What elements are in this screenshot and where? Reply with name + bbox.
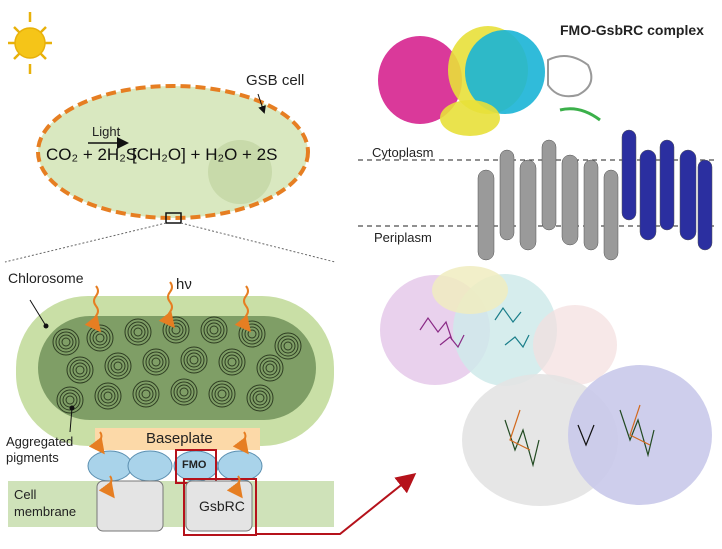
helix — [477, 169, 495, 261]
periplasm-label: Periplasm — [374, 230, 432, 245]
pigment-rod — [94, 382, 122, 410]
fmo-discs — [87, 450, 263, 482]
connector-arrow — [256, 473, 417, 535]
fmo-trimer — [378, 26, 601, 136]
helix — [583, 159, 599, 251]
gsb-cell — [36, 84, 310, 224]
chlorosome-pointer — [29, 299, 47, 327]
gsbrc-label: GsbRC — [199, 498, 245, 514]
pigment-rod — [200, 316, 228, 344]
cell-membrane-label: Cell membrane — [14, 487, 77, 519]
helix — [541, 139, 557, 231]
helix — [697, 159, 713, 251]
cell-label-pointer — [257, 93, 266, 114]
chlorosome-panel — [8, 281, 334, 536]
cell-membrane-band — [8, 481, 334, 527]
pigment-rods — [52, 316, 302, 414]
helix — [499, 149, 515, 241]
pigment-rod — [238, 320, 266, 348]
pigment-rod — [132, 380, 160, 408]
helix — [659, 139, 675, 231]
chlorosome-label: Chlorosome — [8, 270, 84, 286]
cell-label: GSB cell — [246, 72, 305, 89]
pigment-rod — [208, 380, 236, 408]
pigment-rod — [66, 356, 94, 384]
light-arrows — [84, 281, 251, 499]
surface-model — [380, 266, 712, 506]
pigment-rod — [142, 348, 170, 376]
membrane-protein — [96, 480, 164, 532]
pigment-rod — [162, 316, 190, 344]
pigment-rod — [124, 318, 152, 346]
helix — [519, 159, 537, 251]
gsbrc-highlight — [183, 478, 257, 536]
sun-icon — [8, 12, 52, 74]
light-label: hν — [176, 276, 192, 293]
pigment-rod — [218, 348, 246, 376]
pigment-rod — [170, 378, 198, 406]
helix — [639, 149, 657, 241]
baseplate-label: Baseplate — [146, 430, 213, 447]
aggregated-pigments-label: Aggregated pigments — [6, 434, 74, 465]
pigment-rod — [104, 352, 132, 380]
cytoplasm-label: Cytoplasm — [372, 145, 434, 160]
equation-products: [CH₂O] + H₂O + 2S — [132, 145, 278, 164]
zoom-box — [165, 212, 182, 224]
pigment-rod — [180, 346, 208, 374]
fmo-label: FMO — [182, 459, 207, 471]
pigment-rod — [246, 384, 274, 412]
helix — [561, 154, 579, 246]
pigment-pointer — [69, 407, 73, 433]
baseplate — [95, 428, 260, 450]
pigment-rod — [274, 332, 302, 360]
structure-title: FMO-GsbRC complex — [560, 22, 704, 38]
equation-reactants: CO₂ + 2H₂S — [46, 145, 138, 164]
zoom-lines — [4, 222, 336, 263]
helix — [603, 169, 619, 261]
pigment-rod — [256, 354, 284, 382]
equation-arrow-label: Light — [92, 124, 121, 139]
pigment-rod — [52, 328, 80, 356]
gsbrc-helices — [477, 129, 713, 261]
fmo-gsbrc-structure — [358, 26, 714, 261]
helix — [621, 129, 637, 221]
helix — [679, 149, 697, 241]
